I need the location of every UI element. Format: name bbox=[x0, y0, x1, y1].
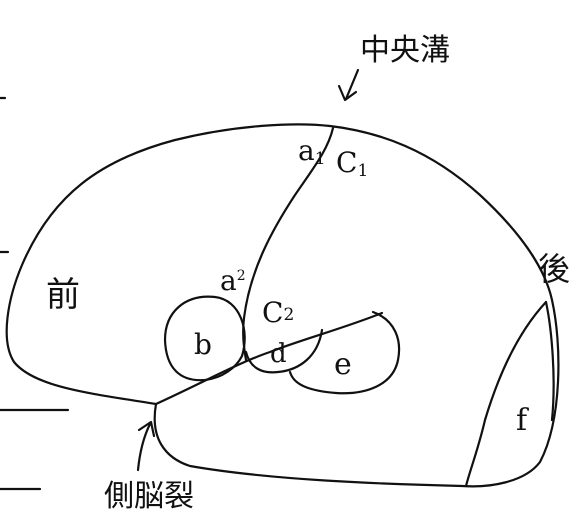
back-label: 後 bbox=[538, 250, 570, 288]
label-b: b bbox=[194, 328, 212, 361]
label-c2: C2 bbox=[262, 296, 294, 329]
label-e: e bbox=[334, 347, 352, 382]
central-sulcus-label: 中央溝 bbox=[360, 33, 450, 68]
label-a2: a2 bbox=[220, 264, 246, 297]
front-label: 前 bbox=[46, 275, 80, 315]
central-sulcus-arrow-head bbox=[337, 84, 358, 102]
label-d: d bbox=[270, 339, 287, 369]
central-sulcus-arrow-shaft bbox=[344, 68, 360, 101]
region-f-divider-left bbox=[464, 300, 548, 488]
lateral-fissure-line bbox=[154, 311, 384, 406]
label-f: f bbox=[516, 403, 529, 438]
region-f-divider-right bbox=[544, 300, 555, 422]
region-b-outline bbox=[163, 295, 246, 382]
region-e-outline bbox=[288, 310, 401, 395]
label-c1: C1 bbox=[336, 146, 368, 181]
lateral-fissure-arrow-head bbox=[137, 420, 156, 438]
lateral-fissure-arrow-shaft bbox=[136, 422, 152, 472]
lateral-fissure-label: 側脳裂 bbox=[104, 479, 194, 514]
brain-outline bbox=[5, 123, 560, 488]
central-sulcus-line bbox=[242, 126, 335, 362]
label-a1: a1 bbox=[298, 134, 326, 169]
region-d-outline bbox=[244, 328, 324, 374]
